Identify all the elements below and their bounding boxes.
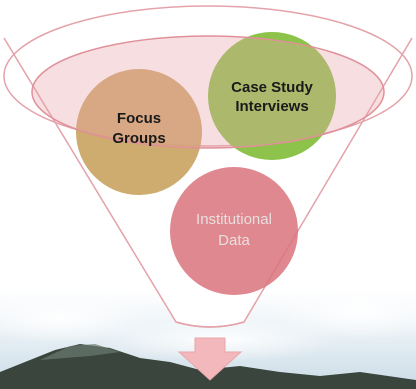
mountain-range <box>0 344 416 389</box>
institutional-data-circle <box>170 167 298 295</box>
down-arrow-icon <box>177 337 243 381</box>
case-study-interviews-circle <box>208 32 336 160</box>
funnel-rim-outer <box>3 5 413 147</box>
institutional-data-label-line1: Institutional <box>196 211 272 228</box>
case-study-label-line1: Case Study <box>231 79 313 96</box>
case-study-label-line2: Interviews <box>235 98 308 115</box>
funnel-rim-inner <box>31 35 385 149</box>
funnel-spout <box>175 321 245 328</box>
focus-groups-label-line1: Focus <box>117 110 161 127</box>
institutional-data-label-line2: Data <box>218 232 250 249</box>
focus-groups-label-line2: Groups <box>112 130 165 147</box>
focus-groups-circle <box>76 69 202 195</box>
